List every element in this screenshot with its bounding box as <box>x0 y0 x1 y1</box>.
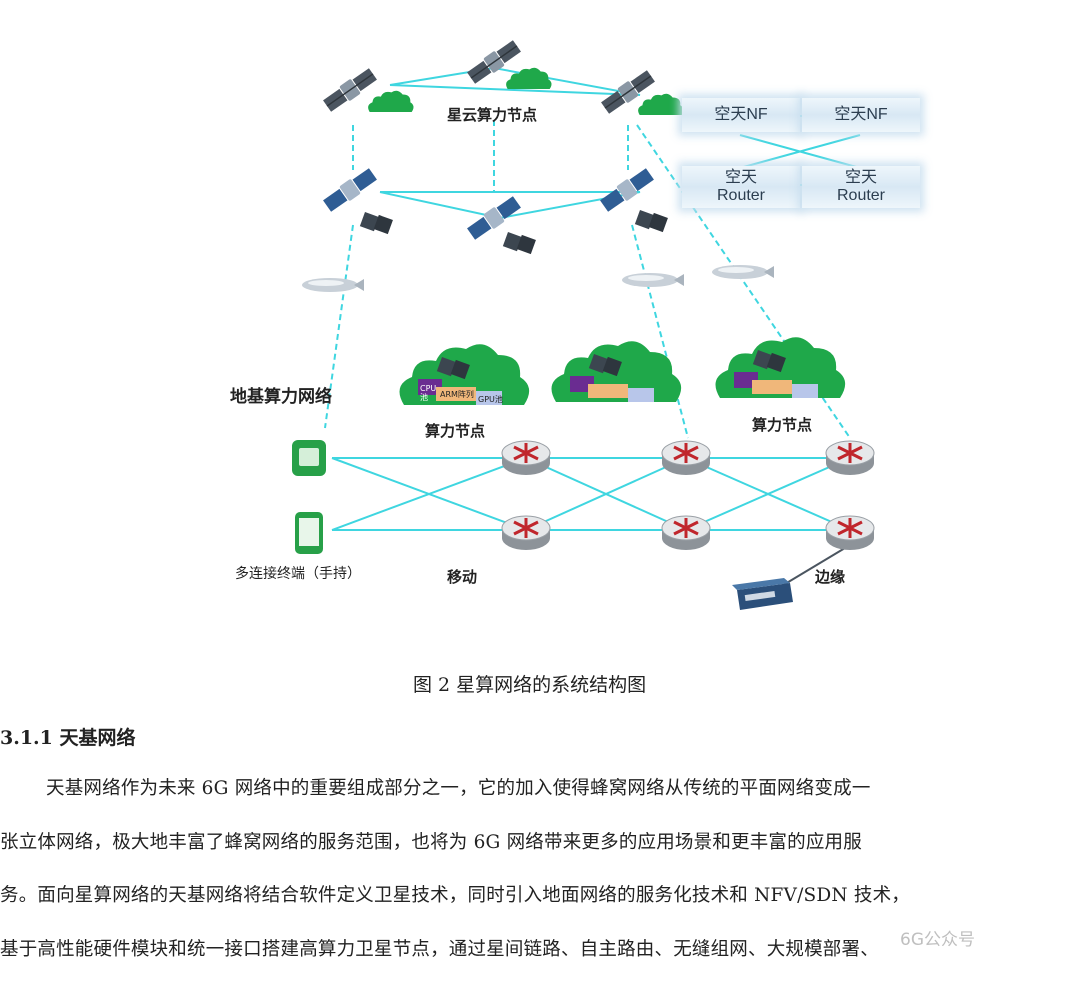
mobile-phone-icon <box>295 512 323 554</box>
edge-label: 边缘 <box>815 568 846 586</box>
airship-right <box>712 265 774 279</box>
router-bottom-2 <box>660 514 712 552</box>
paragraph-line-1: 天基网络作为未来 6G 网络中的重要组成部分之一，它的加入使得蜂窝网络从传统的平… <box>46 778 871 799</box>
airship-left <box>302 278 364 292</box>
mobile-label: 移动 <box>447 568 478 586</box>
space-nf-box-2: 空天NF <box>802 98 920 132</box>
space-nf-box-1: 空天NF <box>682 98 800 132</box>
satellite-links <box>352 66 641 220</box>
compute-cloud-3 <box>715 337 846 398</box>
watermark: 6G公众号 <box>900 930 975 950</box>
paragraph-line-2: 张立体网络，极大地丰富了蜂窝网络的服务范围，也将为 6G 网络带来更多的应用场景… <box>0 832 862 853</box>
edge-server-icon <box>732 578 793 610</box>
router-bottom-3 <box>824 514 876 552</box>
satellite-top-left <box>322 67 414 113</box>
router-top-2 <box>660 439 712 477</box>
arm-array-label-1: ARM阵列 <box>440 390 474 399</box>
cpu-pool-label-1: CPU池 <box>420 384 437 402</box>
compute-node-label-1: 算力节点 <box>425 422 486 440</box>
system-architecture-diagram <box>292 39 876 610</box>
section-heading: 3.1.1 天基网络 <box>0 727 136 749</box>
satellite-mid-left <box>323 168 393 235</box>
router-top-3 <box>824 439 876 477</box>
ground-network-links <box>331 457 852 591</box>
satellite-mid-right <box>600 168 668 233</box>
airship-center <box>622 273 684 287</box>
space-router-box-1: 空天 Router <box>682 166 800 208</box>
compute-node-label-2: 算力节点 <box>752 416 813 434</box>
paragraph-line-3: 务。面向星算网络的天基网络将结合软件定义卫星技术，同时引入地面网络的服务化技术和… <box>0 885 910 906</box>
compute-cloud-2 <box>551 341 682 402</box>
compute-cloud-1 <box>399 344 530 405</box>
router-bottom-1 <box>500 514 552 552</box>
space-router-box-2: 空天 Router <box>802 166 920 208</box>
satellite-top-center <box>466 39 552 89</box>
star-cloud-node-label: 星云算力节点 <box>447 106 538 124</box>
router-top-1 <box>500 439 552 477</box>
gpu-pool-label-1: GPU池 <box>478 395 503 404</box>
paragraph-line-4: 基于高性能硬件模块和统一接口搭建高算力卫星节点，通过星间链路、自主路由、无缝组网… <box>0 939 879 960</box>
ground-network-label: 地基算力网络 <box>230 387 332 407</box>
satellite-top-right <box>600 69 684 115</box>
satellite-mid-center <box>467 196 536 255</box>
multi-terminal-label: 多连接终端（手持） <box>235 566 361 582</box>
terminal-device-icon <box>292 440 326 476</box>
figure-caption: 图 2 星算网络的系统结构图 <box>413 674 647 696</box>
